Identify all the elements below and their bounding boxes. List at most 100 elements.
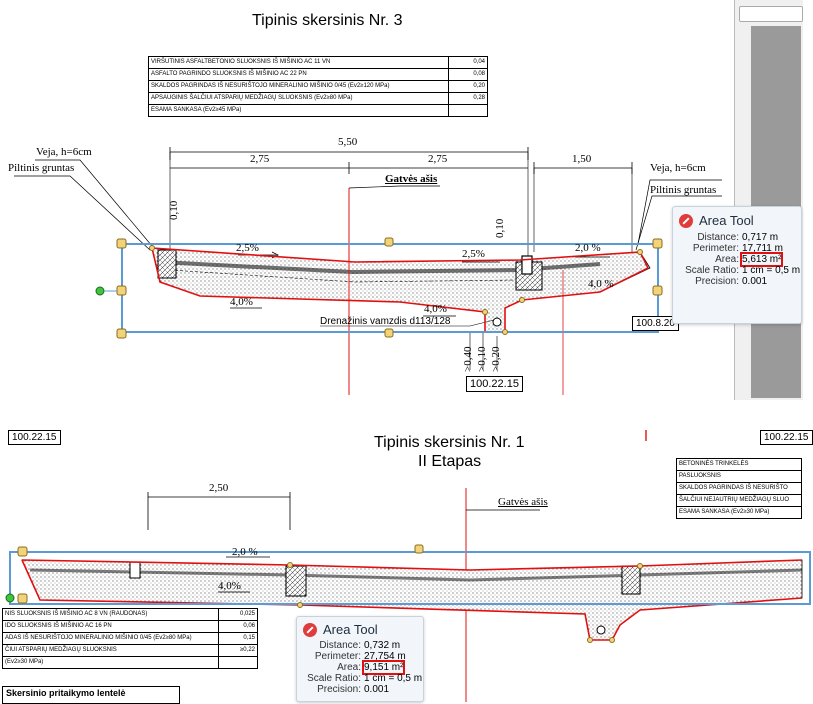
measurement-value: 0,732 m [364,640,401,651]
label-street-axis: Gatvės ašis [385,173,438,185]
table-row: NIS SLUOKSNIS IŠ MIŠINIO AC 8 VN (RAUDON… [2,608,258,621]
table-row: SKALDOS PAGRINDAS IŠ NESURIŠTO [676,482,802,495]
elevation-box-right: 100.22.15 [760,430,813,445]
slope-label: 4,0% [218,580,241,592]
side-viewer-panel [734,0,803,400]
layer-value: 0,06 [218,620,258,633]
slope-label: 2,5% [462,248,485,260]
measurement-row: Perimeter:27,754 m [297,651,423,662]
section2-subtitle: II Etapas [418,453,482,470]
measurement-row: Area:5,613 m² [673,252,801,267]
measurement-value: 1 cm = 0,5 m [364,673,423,684]
layer-name: ČIUI ATSPARIŲ MEDŽIAGŲ SLUOKSNIS [2,644,219,657]
area-tool-icon [679,213,693,228]
label-grass-right: Veja, h=6cm [650,162,706,174]
layer-name: SKALDOS PAGRINDAS IŠ NESURIŠTOJO MINERAL… [148,80,449,93]
dim-left: 2,75 [250,153,270,165]
measurement-key: Precision: [695,276,739,287]
table-row: SKALDOS PAGRINDAS IŠ NESURIŠTOJO MINERAL… [148,80,488,93]
measurement-value: 0,717 m [742,232,779,243]
vertical-dim: >0,10 [476,346,488,372]
layer-value: ≥0,22 [218,644,258,657]
measurement-row: Scale Ratio:1 cm = 0,5 m [673,265,801,276]
measurement-key: Distance: [697,232,739,243]
layer-value [218,656,258,669]
layer-name: ESAMA SANKASA (Ev2≥30 MPa) [676,506,802,519]
section2-cross-section [9,430,811,702]
table-row: ESAMA SANKASA (Ev2≥30 MPa) [676,506,802,519]
layer-value: 0,04 [448,56,488,69]
table-row: ADAS IŠ NESURIŠTOJO MINERALINIO MIŠINIO … [2,632,258,645]
layer-name: NIS SLUOKSNIS IŠ MIŠINIO AC 8 VN (RAUDON… [2,608,219,621]
section1-handles[interactable] [95,237,663,339]
measurement-row: Precision:0.001 [673,276,801,287]
measurement-key: Scale Ratio: [307,673,361,684]
elevation-box-bottom: 100.22.15 [466,376,523,392]
measurement-row: Distance:0,732 m [297,640,423,651]
section2-layer-table-right: BETONINĖS TRINKELĖS PASLUOKSNIS SKALDOS … [676,458,802,519]
measurement-key: Precision: [317,684,361,695]
layer-name: (Ev2≥30 MPa) [2,656,219,669]
section2-handles[interactable] [5,544,643,643]
measurement-row: Scale Ratio:1 cm = 0,5 m [297,673,423,684]
slope-label: 2,0 % [232,546,258,558]
layer-name: ESAMA SANKASA (Ev2≥45 MPa) [148,104,449,117]
layer-name: APSAUGINIS ŠALČIUI ATSPARIŲ MEDŽIAGŲ SLU… [148,92,449,105]
table-row: ČIUI ATSPARIŲ MEDŽIAGŲ SLUOKSNIS≥0,22 [2,644,258,657]
layer-value: 0,15 [218,632,258,645]
vertical-dim: 0,10 [168,200,180,220]
layer-name: ŠALČIUI NEJAUTRIŲ MEDŽIAGŲ SLUO [676,494,802,507]
layer-value: 0,08 [448,68,488,81]
table-row: (Ev2≥30 MPa) [2,656,258,669]
viewer-scrollbar[interactable] [739,6,803,22]
area-tool-panel[interactable]: Area Tool Distance:0,732 m Perimeter:27,… [296,616,424,702]
dim-right: 2,75 [428,153,448,165]
measurement-value: 0.001 [364,684,390,695]
dim-side: 1,50 [572,153,592,165]
label-drain-pipe: Drenažinis vamzdis d113/128 [320,316,451,327]
section2-title: Tipinis skersinis Nr. 1 [374,434,525,451]
slope-label: 2,5% [236,242,259,254]
label-fill-left: Piltinis gruntas [8,162,75,174]
layer-value: 0,20 [448,80,488,93]
area-tool-title: Area Tool [323,622,378,637]
measurement-row: Perimeter:17,711 m [673,243,801,254]
layer-name: PASLUOKSNIS [676,470,802,483]
section1-title: Tipinis skersinis Nr. 3 [252,12,403,29]
measurement-row: Precision:0.001 [297,684,423,695]
dim-width: 2,50 [209,482,229,494]
table-row: BETONINĖS TRINKELĖS [676,458,802,471]
section1-layer-table: VIRŠUTINIS ASFALTBETONIO SLUOKSNIS IŠ MI… [148,56,488,117]
slope-label: 4,0% [424,303,447,315]
dim-total: 5,50 [338,136,358,148]
footer-table-title: Skersinio pritaikymo lentelė [2,686,180,704]
measurement-key: Area: [337,662,361,673]
table-row: ŠALČIUI NEJAUTRIŲ MEDŽIAGŲ SLUO [676,494,802,507]
layer-name: ASFALTO PAGRINDO SLUOKSNIS IŠ MIŠINIO AC… [148,68,449,81]
layer-name: ADAS IŠ NESURIŠTOJO MINERALINIO MIŠINIO … [2,632,219,645]
area-value-highlight: 9,151 m² [361,660,406,675]
vertical-dim: >0,40 [462,346,474,372]
area-value-highlight: 5,613 m² [739,252,784,267]
measurement-key: Distance: [319,640,361,651]
measurement-value: 1 cm = 0,5 m [742,265,801,276]
table-row: VIRŠUTINIS ASFALTBETONIO SLUOKSNIS IŠ MI… [148,56,488,69]
area-tool-title: Area Tool [699,213,754,228]
label-grass-left: Veja, h=6cm [36,146,92,158]
layer-name: IDO SLUOKSNIS IŠ MIŠINIO AC 16 PN [2,620,219,633]
vertical-dim: >0,20 [490,346,502,372]
slope-label: 4,0% [230,296,253,308]
slope-label: 4,0 % [588,278,614,290]
label-street-axis: Gatvės ašis [498,496,548,508]
measurement-row: Area:9,151 m² [297,660,423,675]
table-row: ASFALTO PAGRINDO SLUOKSNIS IŠ MIŠINIO AC… [148,68,488,81]
measurement-row: Distance:0,717 m [673,232,801,243]
slope-label: 2,0 % [575,242,601,254]
table-row: ESAMA SANKASA (Ev2≥45 MPa) [148,104,488,117]
area-tool-panel[interactable]: Area Tool Distance:0,717 m Perimeter:17,… [672,206,802,324]
layer-name: SKALDOS PAGRINDAS IŠ NESURIŠTO [676,482,802,495]
measurement-key: Perimeter: [692,243,739,254]
area-tool-icon [303,622,317,637]
